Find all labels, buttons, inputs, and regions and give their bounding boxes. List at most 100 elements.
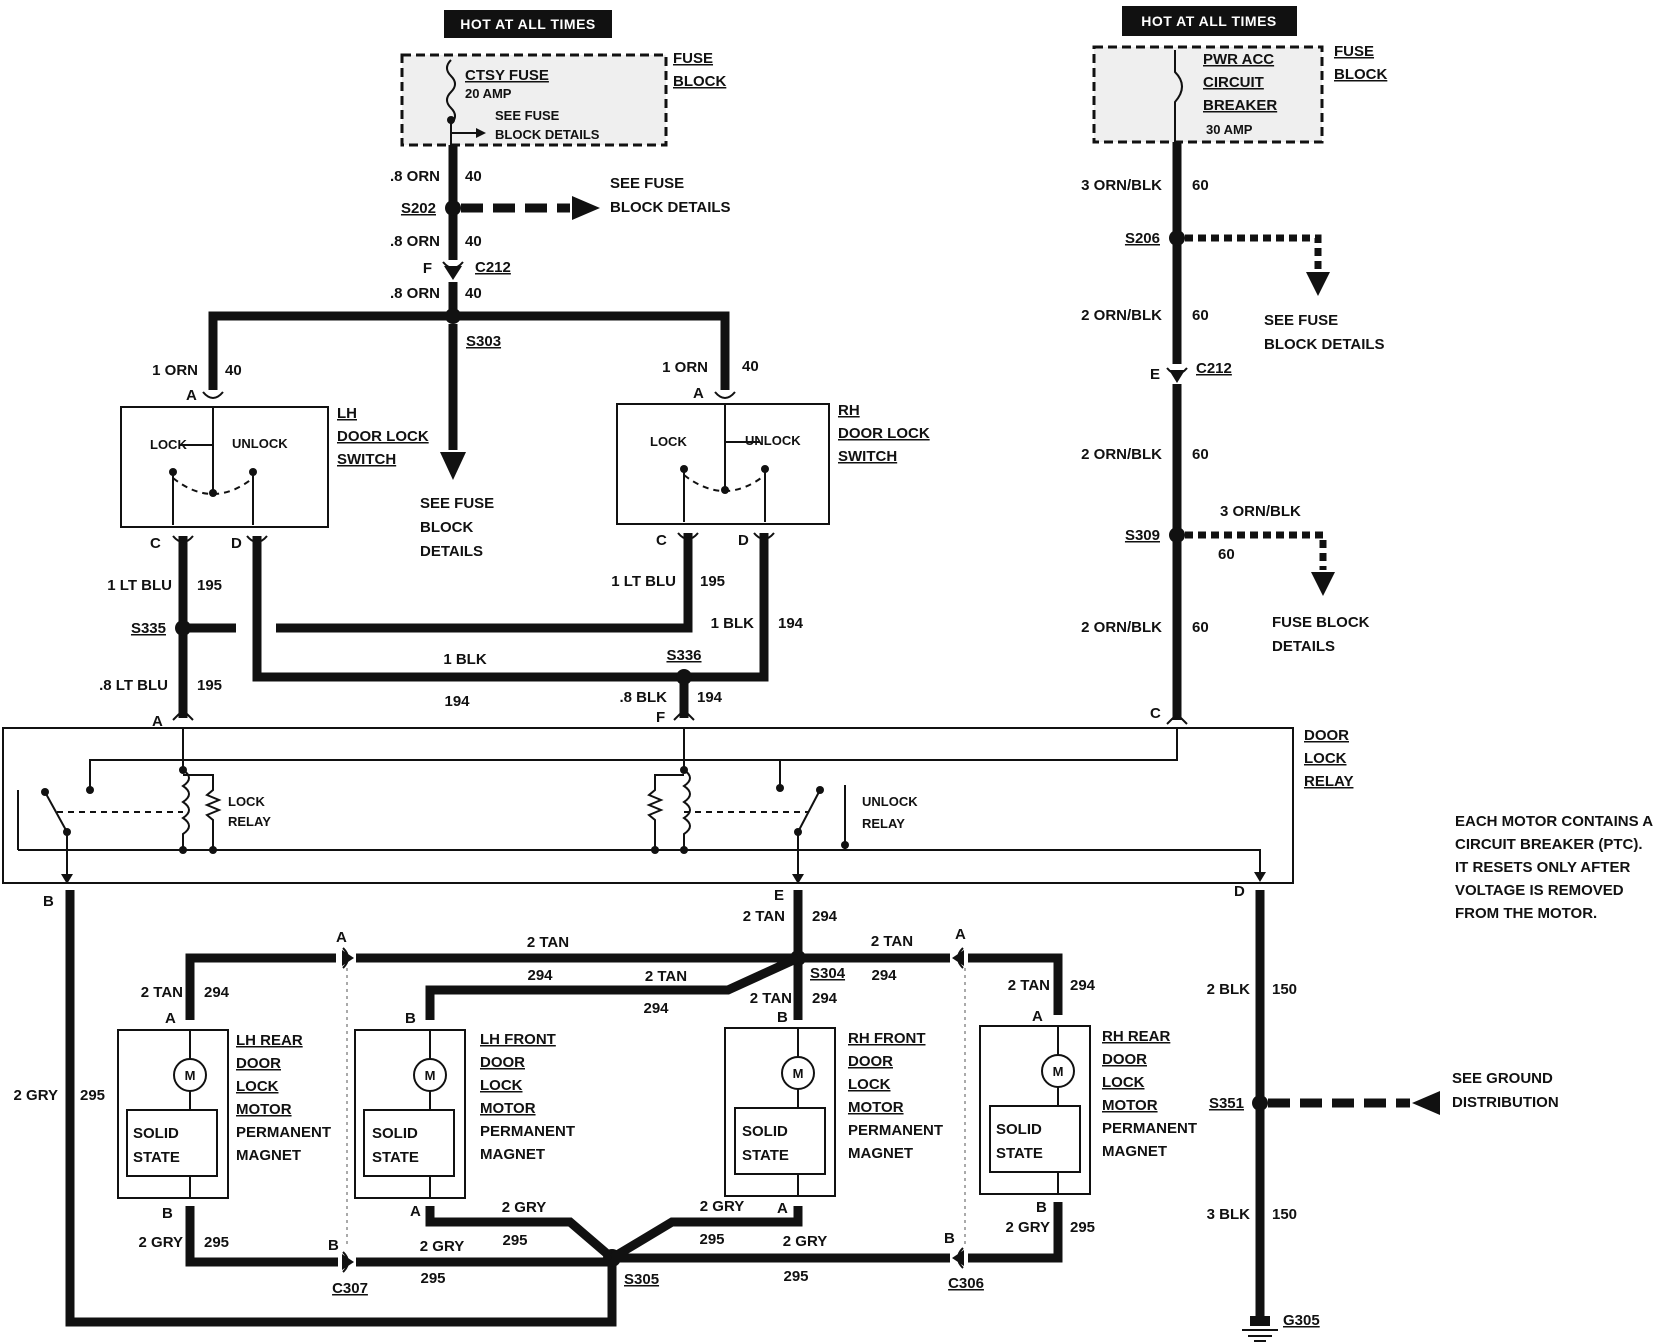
relay-f-circ: 194 — [697, 689, 723, 706]
fuse-detail-arrow-icon — [476, 128, 486, 138]
s309-arrow-icon — [1311, 572, 1335, 596]
lh-rear-title-4: MOTOR — [236, 1101, 292, 1118]
relay-pin-c: C — [1150, 705, 1161, 722]
relay-title-1: DOOR — [1304, 727, 1349, 744]
rhf-295-gauge: 2 GRY — [700, 1198, 744, 1215]
top-294-circ: 294 — [527, 967, 553, 984]
rh-rear-title-6: MAGNET — [1102, 1143, 1167, 1160]
note-line-5: FROM THE MOTOR. — [1455, 905, 1597, 922]
rhr-295-circ: 295 — [1070, 1219, 1095, 1236]
lh-pin-c-conn — [172, 535, 194, 543]
rh-front-solid: SOLID — [742, 1123, 788, 1140]
s202-branch-arrow-icon — [572, 196, 600, 220]
s304-label: S304 — [810, 965, 846, 982]
wire-40-to-rh-switch — [453, 311, 730, 390]
fuse-block-left-title-2: BLOCK — [673, 73, 726, 90]
s202-see-fuse: SEE FUSE — [610, 175, 684, 192]
rh-switch-pin-d: D — [738, 532, 749, 549]
wire-295-lh-rear-to-c307 — [185, 1206, 338, 1267]
fuse-block-right-title-2: BLOCK — [1334, 66, 1387, 83]
wire-295-relay-b-to-s305 — [65, 890, 617, 1327]
c212-right-arrow-icon — [1169, 370, 1185, 383]
w60-circ-4: 60 — [1192, 619, 1209, 636]
rh-switch-feed-gauge: 1 ORN — [662, 359, 708, 376]
relay-a-circ: 195 — [197, 677, 222, 694]
s303-details: DETAILS — [420, 543, 483, 560]
relay-pin-a-conn — [172, 708, 194, 721]
lh-rear-title-1: LH REAR — [236, 1032, 303, 1049]
rh-front-pin-a: A — [777, 1200, 788, 1217]
c212-right-pin-e: E — [1150, 366, 1160, 383]
rh-front-title-3: LOCK — [848, 1076, 891, 1093]
rh-blk-circ: 194 — [778, 615, 804, 632]
rh-rear-circ: 294 — [1070, 977, 1096, 994]
c307-arrow-icon — [342, 1254, 354, 1270]
s303-block: BLOCK — [420, 519, 473, 536]
s351-see-ground: SEE GROUND — [1452, 1070, 1553, 1087]
fuse-tap-dot — [447, 116, 455, 124]
c212-left-label: C212 — [475, 259, 511, 276]
rhr-295-gauge: 2 GRY — [1006, 1219, 1050, 1236]
lh-rear-pin-a: A — [165, 1010, 176, 1027]
rh-rear-motor-m: M — [1053, 1064, 1064, 1079]
lh-switch-title-1: LH — [337, 405, 357, 422]
rh-front-title-2: DOOR — [848, 1053, 893, 1070]
c306-arrow-icon — [952, 1250, 964, 1266]
lh-front-door-lock-motor: M SOLID STATE — [354, 1029, 466, 1199]
lock-relay-resistor-icon — [183, 774, 222, 850]
lock-contact-no — [86, 786, 94, 794]
wire-s309-branch — [1185, 531, 1327, 570]
lh-blu-circ: 195 — [197, 577, 222, 594]
note-line-3: IT RESETS ONLY AFTER — [1455, 859, 1630, 876]
s309-branch-gauge: 3 ORN/BLK — [1220, 503, 1301, 520]
lh-front-title-6: MAGNET — [480, 1146, 545, 1163]
relay-d-arrow-icon — [1254, 872, 1266, 882]
c-left-294-arrow-icon — [342, 950, 354, 966]
lh-rear-motor-m: M — [185, 1068, 196, 1083]
unlock-relay-resistor-icon — [646, 774, 684, 850]
pwr-acc-label: PWR ACC — [1203, 51, 1274, 68]
wire-295-lh-front-to-s305 — [425, 1206, 615, 1262]
wire-40-to-lh-switch — [208, 311, 453, 390]
rh-door-lock-switch — [616, 403, 830, 525]
lh-switch-pin-d: D — [231, 535, 242, 552]
rh-switch-feed-circ: 40 — [742, 358, 759, 375]
note-line-2: CIRCUIT BREAKER (PTC). — [1455, 836, 1643, 853]
top-294-gauge: 2 TAN — [527, 934, 569, 951]
rh-blu-circ: 195 — [700, 573, 725, 590]
rh-front-state: STATE — [742, 1147, 789, 1164]
rh-switch-pin-c: C — [656, 532, 667, 549]
lh-rear-title-6: MAGNET — [236, 1147, 301, 1164]
fuse-block-right — [1092, 45, 1324, 144]
relay-pin-e: E — [774, 887, 784, 904]
unlock-contact-arm — [797, 789, 821, 833]
lh-front-title-2: DOOR — [480, 1054, 525, 1071]
relay-pin-f: F — [656, 709, 665, 726]
right-294-gauge: 2 TAN — [871, 933, 913, 950]
w40-circ-1: 40 — [465, 168, 482, 185]
c306-pin-b: B — [944, 1230, 955, 1247]
s206-label: S206 — [1125, 230, 1160, 247]
rh-switch-pin-a: A — [693, 385, 704, 402]
s309-branch-circ: 60 — [1218, 546, 1235, 563]
g-150-gauge-2: 3 BLK — [1207, 1206, 1251, 1223]
s351-distribution: DISTRIBUTION — [1452, 1094, 1559, 1111]
lh-rear-title-5: PERMANENT — [236, 1124, 331, 1141]
rh-switch-throw — [683, 474, 766, 492]
lh-switch-unlock-label: UNLOCK — [232, 436, 288, 451]
e-294-circ: 294 — [812, 908, 838, 925]
relay-title-2: LOCK — [1304, 750, 1347, 767]
relay-e-arrow-icon — [792, 874, 804, 884]
splice-s351 — [1252, 1095, 1268, 1111]
rh-rear-pin-b: B — [1036, 1199, 1047, 1216]
s206-block-details: BLOCK DETAILS — [1264, 336, 1385, 353]
lh-rear-solid: SOLID — [133, 1125, 179, 1142]
rh-blk-gauge: 1 BLK — [711, 615, 755, 632]
wire-295-c306-to-rh-rear — [968, 1202, 1063, 1263]
relay-d-lead — [845, 849, 1261, 878]
lh-switch-throw — [172, 477, 254, 495]
lock-relay-label-1: LOCK — [228, 794, 265, 809]
circuit-breaker-icon — [1174, 50, 1183, 142]
rh-switch-pin-a-conn — [714, 391, 736, 399]
rhf-295-circ: 295 — [699, 1231, 724, 1248]
